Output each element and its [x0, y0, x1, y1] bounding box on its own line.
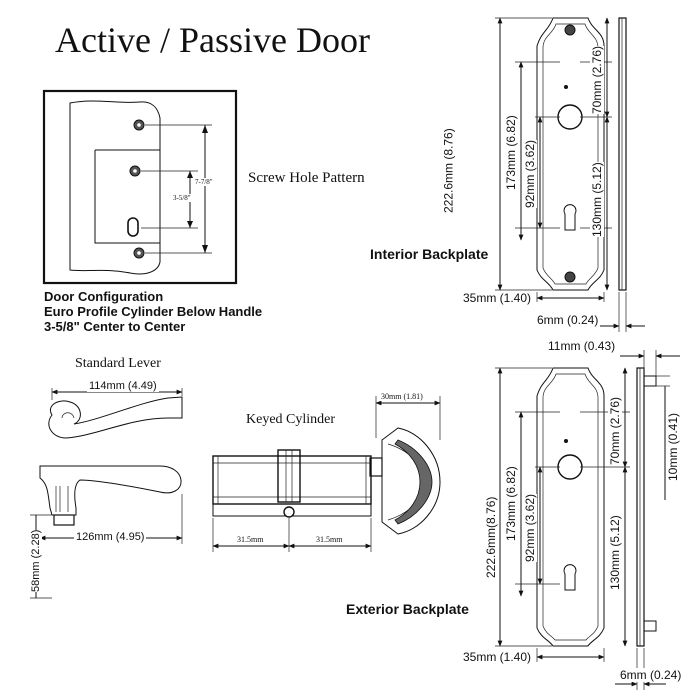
lever-dim-height-58: 58mm (2.28)	[30, 529, 42, 592]
lever-dim-width-126: 126mm (4.95)	[74, 531, 147, 543]
cylinder-dim-width-30: 30mm (1.81)	[380, 392, 424, 401]
standard-lever-caption: Standard Lever	[75, 356, 161, 371]
config-line-3: 3-5/8" Center to Center	[44, 319, 186, 334]
interior-backplate-drawing	[495, 17, 645, 332]
screw-pattern-plate	[69, 100, 161, 275]
exterior-dim-height-10: 10mm (0.41)	[666, 412, 680, 481]
exterior-dim-width-6: 6mm (0.24)	[620, 668, 682, 682]
exterior-backplate-drawing	[495, 350, 680, 690]
interior-dim-height-130: 130mm (5.12)	[590, 162, 604, 237]
screw-pattern-keyhole	[127, 217, 139, 237]
screw-pattern-caption: Screw Hole Pattern	[248, 170, 365, 186]
keyed-cylinder-caption: Keyed Cylinder	[246, 412, 336, 427]
screw-pattern-frame	[42, 89, 238, 285]
config-line-2: Euro Profile Cylinder Below Handle	[44, 304, 263, 319]
page-title: Active / Passive Door	[55, 20, 370, 60]
interior-backplate-caption: Interior Backplate	[370, 246, 489, 262]
config-line-1: Door Configuration	[44, 289, 164, 304]
screw-dim-outer: 7-7/8"	[195, 178, 213, 186]
interior-dim-height-70: 70mm (2.76)	[590, 45, 604, 114]
exterior-dim-height-130: 130mm (5.12)	[608, 515, 622, 590]
interior-dim-width-6: 6mm (0.24)	[537, 313, 599, 327]
exterior-dim-width-11: 11mm (0.43)	[548, 339, 616, 353]
screw-hole-bottom	[133, 247, 145, 259]
exterior-backplate-caption: Exterior Backplate	[346, 601, 469, 617]
screw-dim-inner: 3-5/8"	[173, 194, 191, 202]
exterior-dim-width-35: 35mm (1.40)	[463, 650, 532, 664]
interior-dim-width-35: 35mm (1.40)	[463, 291, 532, 305]
interior-dim-height-173: 173mm (6.82)	[504, 115, 518, 190]
exterior-dim-height-173: 173mm (6.82)	[504, 466, 518, 541]
exterior-dim-height-92: 92mm (3.62)	[523, 493, 537, 562]
interior-dim-height-92: 92mm (3.62)	[523, 139, 537, 208]
screw-hole-top	[133, 119, 145, 131]
exterior-dim-height-70: 70mm (2.76)	[608, 396, 622, 465]
screw-pattern-cutout	[94, 149, 160, 244]
standard-lever-drawing	[30, 388, 183, 599]
cylinder-dim-right-length: 31.5mm	[314, 535, 345, 544]
lever-dim-width-114: 114mm (4.49)	[87, 380, 159, 392]
exterior-dim-height-total: 222.6mm(8.76)	[484, 496, 498, 578]
cylinder-dim-left-length: 31.5mm	[235, 535, 266, 544]
keyed-cylinder-drawing	[212, 396, 441, 552]
interior-dim-height-total: 222.6mm (8.76)	[441, 128, 456, 213]
screw-hole-middle	[129, 165, 141, 177]
